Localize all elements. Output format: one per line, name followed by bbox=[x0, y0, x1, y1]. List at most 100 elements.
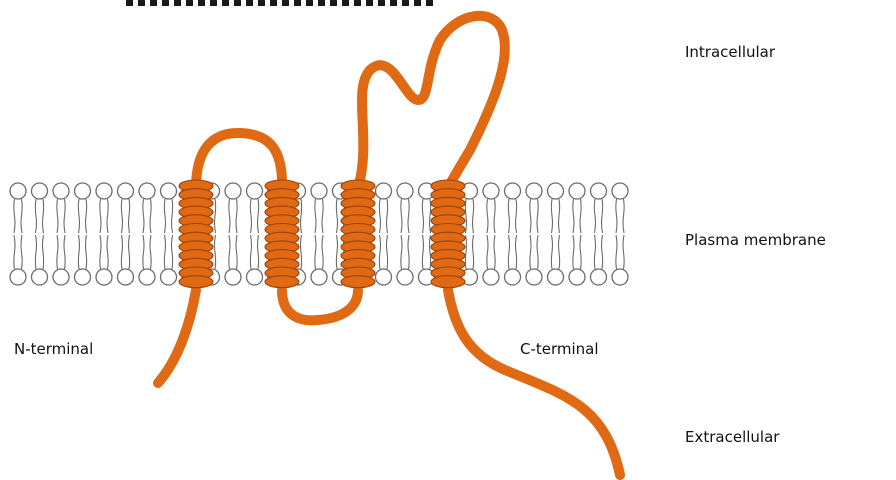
helix-turn bbox=[265, 276, 299, 288]
lipid-tail bbox=[379, 199, 387, 233]
lipid-head bbox=[376, 269, 392, 285]
lipid-head bbox=[161, 183, 177, 199]
lipid-head bbox=[96, 269, 112, 285]
transmembrane-helix bbox=[265, 180, 299, 288]
lipid-head bbox=[75, 269, 91, 285]
lipid-tail bbox=[78, 235, 86, 269]
lipid-head bbox=[75, 183, 91, 199]
lipid-tail bbox=[508, 235, 516, 269]
lipid-head bbox=[311, 269, 327, 285]
lipid-tail bbox=[465, 235, 473, 269]
lipid-tail bbox=[616, 199, 624, 233]
lipid-tail bbox=[57, 235, 65, 269]
lipid-head bbox=[53, 183, 69, 199]
lipid-tail bbox=[57, 199, 65, 233]
lipid-tail bbox=[616, 235, 624, 269]
lipid-tail bbox=[229, 235, 237, 269]
lipid-tail bbox=[35, 235, 43, 269]
lipid-head bbox=[505, 183, 521, 199]
lipid-tail bbox=[250, 199, 258, 233]
lipid-tail bbox=[250, 235, 258, 269]
lipid-tail bbox=[573, 235, 581, 269]
lipid-tail bbox=[229, 199, 237, 233]
lipid-head bbox=[548, 183, 564, 199]
lipid-tail bbox=[143, 199, 151, 233]
lipid-tail bbox=[422, 199, 430, 233]
extracellular-label: Extracellular bbox=[685, 428, 779, 446]
lipid-tail bbox=[465, 199, 473, 233]
lipid-head bbox=[612, 183, 628, 199]
transmembrane-helix bbox=[431, 180, 465, 288]
lipid-head bbox=[247, 269, 263, 285]
lipid-tail bbox=[35, 199, 43, 233]
lipid-tail bbox=[401, 235, 409, 269]
lipid-head bbox=[569, 183, 585, 199]
lipid-head bbox=[483, 183, 499, 199]
lipid-head bbox=[32, 269, 48, 285]
lipid-tail bbox=[121, 199, 129, 233]
lipid-head bbox=[118, 183, 134, 199]
lipid-head bbox=[548, 269, 564, 285]
lipid-tail bbox=[164, 199, 172, 233]
transmembrane-helix bbox=[179, 180, 213, 288]
lipid-tail bbox=[594, 235, 602, 269]
lipid-tail bbox=[422, 235, 430, 269]
protein-loop bbox=[282, 290, 358, 320]
lipid-head bbox=[32, 183, 48, 199]
lipid-head bbox=[569, 269, 585, 285]
protein-loop bbox=[196, 133, 282, 188]
lipid-tail bbox=[551, 199, 559, 233]
lipid-tail bbox=[401, 199, 409, 233]
lipid-head bbox=[612, 269, 628, 285]
lipid-head bbox=[161, 269, 177, 285]
protein-chain bbox=[158, 16, 620, 475]
lipid-head bbox=[139, 183, 155, 199]
lipid-head bbox=[505, 269, 521, 285]
lipid-head bbox=[591, 269, 607, 285]
lipid-tail bbox=[379, 235, 387, 269]
lipid-tail bbox=[530, 235, 538, 269]
lipid-tail bbox=[100, 235, 108, 269]
lipid-head bbox=[483, 269, 499, 285]
lipid-tail bbox=[487, 235, 495, 269]
lipid-tail bbox=[315, 235, 323, 269]
lipid-head bbox=[118, 269, 134, 285]
lipid-tail bbox=[530, 199, 538, 233]
lipid-tail bbox=[14, 199, 22, 233]
lipid-head bbox=[591, 183, 607, 199]
lipid-head bbox=[311, 183, 327, 199]
lipid-tail bbox=[508, 199, 516, 233]
lipid-head bbox=[247, 183, 263, 199]
plasma-membrane-bilayer bbox=[10, 183, 628, 285]
intracellular-label: Intracellular bbox=[685, 43, 775, 61]
protein-loop bbox=[448, 290, 620, 475]
protein-loop bbox=[358, 16, 505, 188]
lipid-head bbox=[376, 183, 392, 199]
lipid-head bbox=[10, 183, 26, 199]
lipid-tail bbox=[551, 235, 559, 269]
lipid-head bbox=[139, 269, 155, 285]
lipid-head bbox=[96, 183, 112, 199]
lipid-tail bbox=[143, 235, 151, 269]
lipid-tail bbox=[100, 199, 108, 233]
lipid-tail bbox=[487, 199, 495, 233]
lipid-head bbox=[397, 269, 413, 285]
lipid-tail bbox=[594, 199, 602, 233]
lipid-tail bbox=[573, 199, 581, 233]
plasma-membrane-label: Plasma membrane bbox=[685, 231, 826, 249]
lipid-head bbox=[526, 183, 542, 199]
lipid-tail bbox=[164, 235, 172, 269]
transmembrane-helix bbox=[341, 180, 375, 288]
lipid-head bbox=[225, 183, 241, 199]
lipid-tail bbox=[315, 199, 323, 233]
helix-turn bbox=[431, 276, 465, 288]
lipid-head bbox=[53, 269, 69, 285]
lipid-tail bbox=[78, 199, 86, 233]
lipid-tail bbox=[121, 235, 129, 269]
lipid-head bbox=[225, 269, 241, 285]
lipid-tail bbox=[14, 235, 22, 269]
lipid-head bbox=[526, 269, 542, 285]
lipid-head bbox=[10, 269, 26, 285]
helix-turn bbox=[179, 276, 213, 288]
lipid-head bbox=[397, 183, 413, 199]
